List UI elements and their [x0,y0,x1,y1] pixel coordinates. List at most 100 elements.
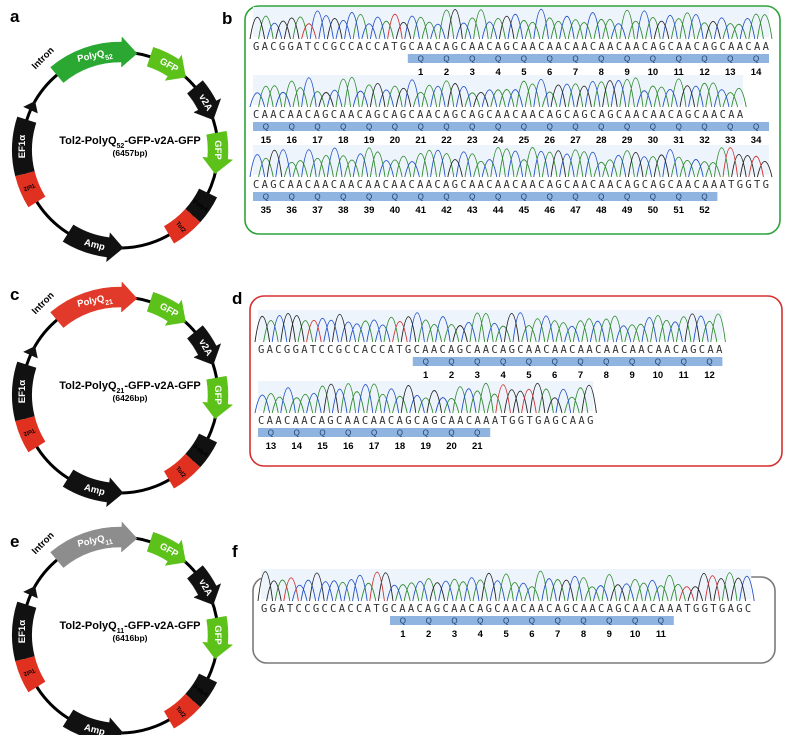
glutamine-symbol: Q [392,193,398,202]
ef1a-segment [12,361,37,422]
gfp-segment-2 [202,375,234,420]
chromatogram-trace-c [271,312,709,343]
tol2-segment-left [15,171,46,208]
trace-background [261,569,752,599]
codon-number: 44 [493,205,504,216]
codon-number: 16 [286,135,297,146]
codon-number: 4 [478,629,484,640]
chromatogram-trace-a [258,9,773,40]
codon-number: 47 [570,205,581,216]
glutamine-symbol: Q [426,617,432,626]
codon-number: 27 [570,135,581,146]
polyq-segment [50,281,138,328]
codon-number: 20 [390,135,401,146]
glutamine-symbol: Q [701,55,707,64]
glutamine-symbol: Q [474,429,480,438]
glutamine-symbol: Q [521,55,527,64]
codon-number: 36 [286,205,297,216]
construct-subscript: 52 [117,143,125,150]
glutamine-symbol: Q [521,193,527,202]
glutamine-symbol: Q [263,123,269,132]
codon-number: 21 [472,441,483,452]
glutamine-symbol: Q [676,193,682,202]
codon-number: 1 [400,629,406,640]
codon-number: 12 [699,67,710,78]
gfp-segment-2 [202,615,234,660]
codon-bar [390,616,674,625]
polya-segment [185,188,218,223]
glutamine-symbol: Q [547,55,553,64]
glutamine-symbol: Q [655,358,661,367]
codon-number: 31 [673,135,684,146]
ef1a-segment [12,116,37,177]
glutamine-symbol: Q [727,55,733,64]
glutamine-symbol: Q [555,617,561,626]
glutamine-symbol: Q [526,358,532,367]
construct-suffix: -GFP-v2A-GFP [124,135,200,147]
tol2-segment-left [15,656,46,693]
glutamine-symbol: Q [314,193,320,202]
glutamine-symbol: Q [340,123,346,132]
chromatogram-trace-c [249,77,730,108]
glutamine-symbol: Q [580,617,586,626]
glutamine-symbol: Q [598,193,604,202]
ef1a-arrowhead [23,101,38,114]
gfp-label-2: GFP [212,625,223,645]
sequence-row: CAACAACAGCAACAGCAGCAACAGCAGCAACAACAGCAGC… [249,75,769,146]
ef1a-label: EF1α [17,620,28,643]
polya-segment [185,433,218,468]
codon-number: 19 [420,441,431,452]
ef1a-arrowhead [23,586,38,599]
ef1a-segment [12,601,37,662]
glutamine-symbol: Q [701,123,707,132]
glutamine-symbol: Q [603,358,609,367]
glutamine-symbol: Q [598,55,604,64]
chromatogram-trace-t [722,147,764,178]
chromatogram-trace-a [263,312,726,343]
codon-number: 8 [581,629,586,640]
codon-number: 45 [519,205,530,216]
codon-number: 3 [470,67,475,78]
chromatogram-trace-t [495,384,537,414]
codon-number: 49 [622,205,633,216]
codon-number: 38 [338,205,349,216]
construct-size: (6416bp) [113,633,148,643]
codon-number: 7 [573,67,578,78]
gfp-segment-1 [146,531,186,566]
glutamine-symbol: Q [392,123,398,132]
codon-number: 11 [656,629,667,640]
glutamine-symbol: Q [423,358,429,367]
codon-number: 11 [674,67,685,78]
codon-number: 1 [423,370,429,381]
chromatogram-trace-g [257,571,747,602]
codon-number: 34 [751,135,762,146]
chromatogram-trace-a [274,570,738,602]
polyq-label-subscript: 11 [105,538,114,546]
codon-number: 9 [629,370,634,381]
glutamine-symbol: Q [289,193,295,202]
glutamine-symbol: Q [495,123,501,132]
construct-subscript: 21 [117,388,125,395]
codon-number: 42 [441,205,452,216]
codon-number: 9 [624,67,629,78]
v2a-segment [187,325,222,366]
glutamine-symbol: Q [418,123,424,132]
codon-number: 33 [725,135,736,146]
glutamine-symbol: Q [477,617,483,626]
amp-label: Amp [83,237,106,253]
dna-sequence: GGATCCGCCACCATGCAACAGCAACAGCAACAACAGCAAC… [261,603,751,615]
glutamine-symbol: Q [443,123,449,132]
tol2-segment-right [164,453,201,489]
glutamine-symbol: Q [443,55,449,64]
trace-background [258,381,594,411]
glutamine-symbol: Q [289,123,295,132]
chromatogram-trace-g [254,312,701,343]
glutamine-symbol: Q [706,358,712,367]
sequence-row: GACGGATCCGCCACCATGCAACAGCAACAGCAACAACAAC… [249,7,773,78]
sequence-row: GGATCCGCCACCATGCAACAGCAACAGCAACAACAGCAAC… [257,569,755,640]
codon-number: 6 [547,67,552,78]
glutamine-symbol: Q [552,358,558,367]
codon-number: 4 [500,370,506,381]
codon-bar [412,357,723,366]
